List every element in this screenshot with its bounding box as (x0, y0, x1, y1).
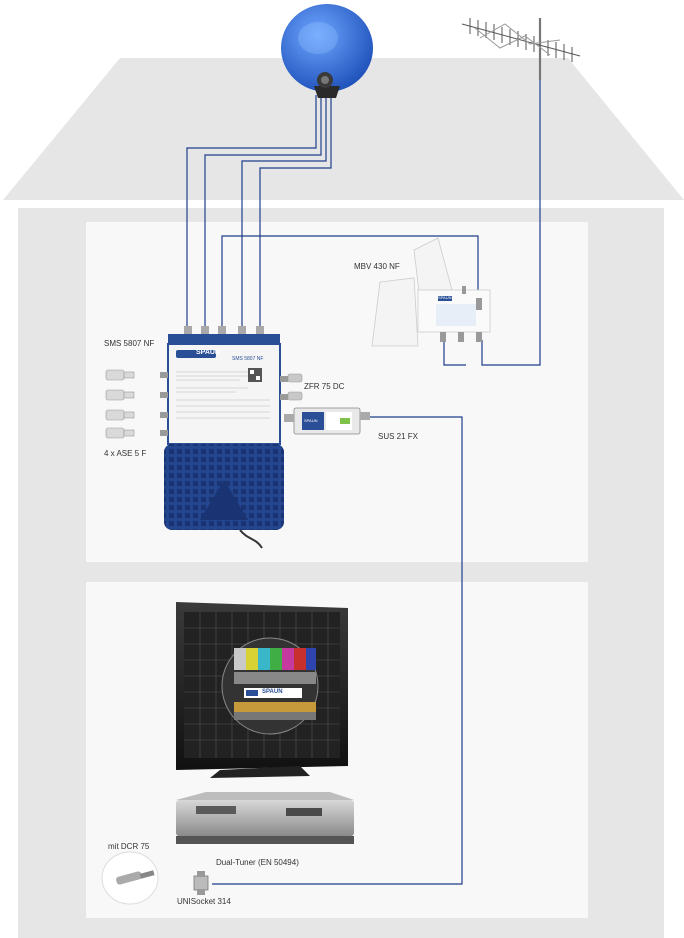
tv (176, 602, 348, 778)
label-multiswitch: SMS 5807 NF (104, 339, 155, 348)
power-cord (239, 529, 263, 549)
label-terminators: 4 x ASE 5 F (104, 449, 147, 458)
tv-stand (210, 766, 310, 778)
roof (3, 58, 684, 200)
cable-amp-to-switch-2 (443, 340, 466, 366)
socket-device (193, 871, 209, 895)
receiver-device (176, 792, 354, 844)
amplifier-device (371, 237, 491, 347)
label-splitter: SUS 21 FX (378, 432, 419, 441)
cable-amp-to-switch-1 (221, 235, 479, 334)
label-socket: UNISocket 314 (177, 897, 231, 906)
cable-lnb-2 (204, 95, 322, 334)
terminators (105, 369, 135, 439)
test-pattern-bars (234, 648, 316, 720)
label-receiver: Dual-Tuner (EN 50494) (216, 858, 299, 867)
brand-logo-splitter: SPAUN (304, 418, 318, 423)
splitter-device (284, 407, 370, 435)
brand-logo-tv: SPAUN (262, 689, 283, 695)
label-amplifier: MBV 430 NF (354, 262, 400, 271)
cable-lnb-1 (186, 95, 317, 334)
satellite-dish (281, 4, 373, 98)
cables (186, 80, 541, 885)
multiswitch-panel (167, 343, 281, 445)
brand-logo-amplifier: SPAUN (438, 295, 452, 300)
dc-filter (287, 373, 303, 401)
multiswitch-model-text: SMS 5807 NF (232, 356, 264, 362)
terrestrial-antenna (461, 18, 581, 80)
cable-lnb-3 (241, 95, 327, 334)
cable-lnb-4 (259, 95, 332, 334)
label-filter: ZFR 75 DC (304, 382, 345, 391)
label-adapter: mit DCR 75 (108, 842, 150, 851)
cable-splitter-to-socket (212, 416, 463, 885)
cable-terrestrial-to-amp (481, 80, 541, 366)
multiswitch-device (160, 326, 288, 549)
dcr-adapter (101, 851, 159, 905)
brand-logo-multiswitch: SPAUN (196, 349, 220, 356)
